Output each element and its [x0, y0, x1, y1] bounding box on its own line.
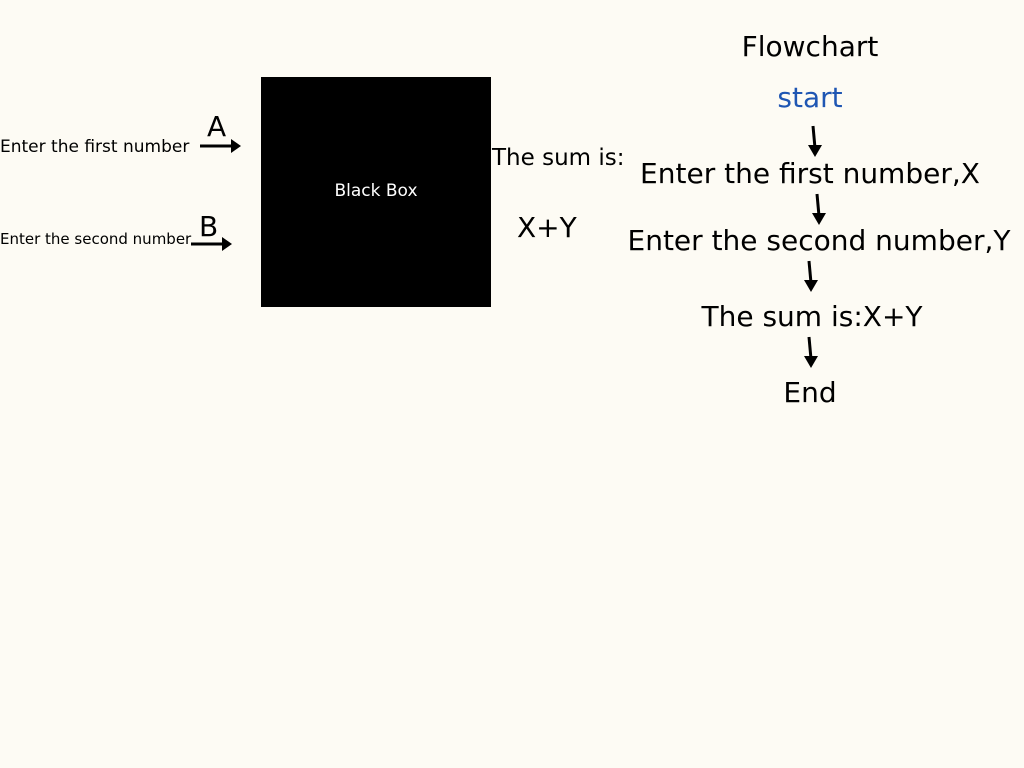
flowchart-arrow-1-icon: [808, 125, 822, 157]
flowchart-step-start: start: [777, 81, 843, 114]
flowchart-arrow-4-icon: [804, 336, 818, 368]
flowchart-title: Flowchart: [741, 30, 879, 63]
flowchart-step-second-number: Enter the second number,Y: [627, 224, 1011, 257]
flowchart-step-first-number: Enter the first number,X: [640, 157, 980, 190]
input-2-arrow-icon: [191, 237, 232, 251]
flowchart-step-end: End: [783, 376, 837, 409]
input-1-arrow-icon: [200, 139, 241, 153]
flowchart-step-sum: The sum is:X+Y: [701, 300, 923, 333]
black-box-label: Black Box: [334, 181, 418, 201]
flowchart-arrow-3-icon: [804, 260, 818, 292]
black-box: Black Box: [261, 77, 491, 307]
input-2-variable: B: [199, 210, 219, 243]
output-label: The sum is:: [492, 145, 625, 171]
input-1-label: Enter the first number: [0, 137, 190, 157]
input-1-variable: A: [207, 110, 227, 143]
input-2-label: Enter the second number: [0, 230, 192, 248]
flowchart-arrow-2-icon: [812, 193, 826, 225]
output-value: X+Y: [517, 211, 577, 244]
